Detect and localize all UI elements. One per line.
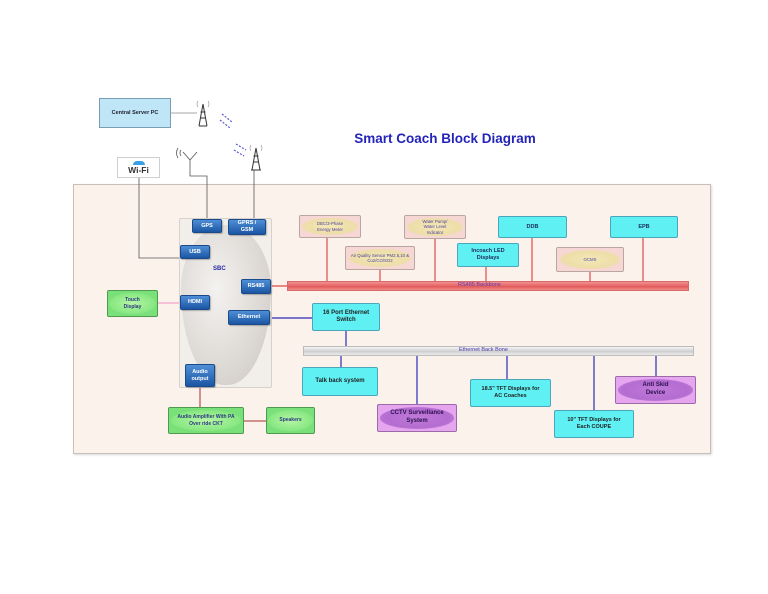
energy-meter: DBC/3-Phase Energy Meter — [299, 215, 361, 238]
anti-skid-label: Anti Skid Device — [642, 382, 669, 396]
ethernet-switch: 16 Port Ethernet Switch — [312, 303, 380, 331]
ddb-label: DDB — [526, 223, 539, 230]
antenna-icon-gps — [176, 147, 198, 172]
port-audio-output: Audio output — [185, 364, 215, 387]
touch-display-label: Touch Display — [123, 297, 142, 310]
wifi-label: Wi-Fi — [128, 164, 149, 175]
audio-amplifier-label: Audio Amplifier With PA Over ride CKT — [177, 414, 235, 427]
port-hdmi-label: HDMI — [187, 299, 203, 306]
wifi-usb-link — [138, 178, 181, 259]
tft-ac-coaches: 18.5" TFT Displays for AC Coaches — [470, 379, 551, 407]
tower-icon-gsm — [249, 144, 263, 171]
wifi-icon — [132, 160, 145, 165]
water-pump-label: Water Pump/ Water Level Indicator — [422, 218, 448, 235]
ocms: OCMS — [556, 247, 624, 272]
central-server-label: Central Server PC — [111, 109, 159, 116]
tft-each-coupe: 10" TFT Displays for Each COUPE — [554, 410, 634, 438]
incoach-led-label: Incoach LED Displays — [471, 248, 505, 261]
sbc-label: SBC — [213, 266, 226, 272]
tft-coupe-label: 10" TFT Displays for Each COUPE — [567, 417, 621, 430]
audio-amplifier: Audio Amplifier With PA Over ride CKT — [168, 407, 244, 434]
port-ethernet-label: Ethernet — [237, 314, 261, 321]
central-server-pc: Central Server PC — [99, 98, 171, 128]
ethernet-backbone — [303, 346, 694, 356]
epb: EPB — [610, 216, 678, 238]
signal-waves-icon — [219, 113, 247, 157]
port-gps: GPS — [192, 219, 222, 233]
port-rs485: RS485 — [241, 279, 271, 294]
cctv-system: CCTV Surveillance System — [377, 404, 457, 432]
wifi-module: Wi-Fi — [117, 157, 160, 178]
air-quality-label: Air Quality Sensor PM2.5,10 & Co2/CO/SO2 — [350, 252, 410, 263]
port-audio-label: Audio output — [191, 368, 209, 382]
air-quality-sensor: Air Quality Sensor PM2.5,10 & Co2/CO/SO2 — [345, 246, 415, 270]
port-ethernet: Ethernet — [228, 310, 270, 325]
talkback-system: Talk back system — [302, 367, 378, 396]
ethernet-switch-label: 16 Port Ethernet Switch — [322, 309, 370, 324]
port-gprs-gsm: GPRS / GSM — [228, 219, 266, 235]
gps-antenna-link — [189, 172, 208, 219]
epb-label: EPB — [638, 223, 650, 230]
energy-meter-label: DBC/3-Phase Energy Meter — [316, 221, 344, 232]
incoach-led-displays: Incoach LED Displays — [457, 243, 519, 267]
speakers: Speakers — [266, 407, 315, 434]
port-hdmi: HDMI — [180, 295, 210, 310]
tower-icon-server — [196, 100, 210, 127]
diagram-title: Smart Coach Block Diagram — [354, 131, 536, 146]
talkback-label: Talk back system — [315, 377, 365, 384]
water-pump-indicator: Water Pump/ Water Level Indicator — [404, 215, 466, 239]
ocms-label: OCMS — [583, 256, 597, 262]
port-usb-label: USB — [189, 248, 201, 255]
port-gprs-label: GPRS / GSM — [237, 220, 257, 233]
anti-skid-device: Anti Skid Device — [615, 376, 696, 404]
port-rs485-label: RS485 — [247, 283, 265, 290]
cctv-label: CCTV Surveillance System — [390, 410, 444, 424]
ddb: DDB — [498, 216, 567, 238]
ethernet-backbone-label: Ethernet Back Bone — [459, 347, 508, 353]
speakers-label: Speakers — [279, 417, 302, 424]
port-usb: USB — [180, 245, 210, 259]
tft-ac-label: 18.5" TFT Displays for AC Coaches — [481, 386, 540, 399]
touch-display: Touch Display — [107, 290, 158, 317]
rs485-backbone — [287, 281, 689, 291]
rs485-backbone-label: RS485 Backbone — [458, 282, 501, 288]
port-gps-label: GPS — [201, 222, 213, 229]
